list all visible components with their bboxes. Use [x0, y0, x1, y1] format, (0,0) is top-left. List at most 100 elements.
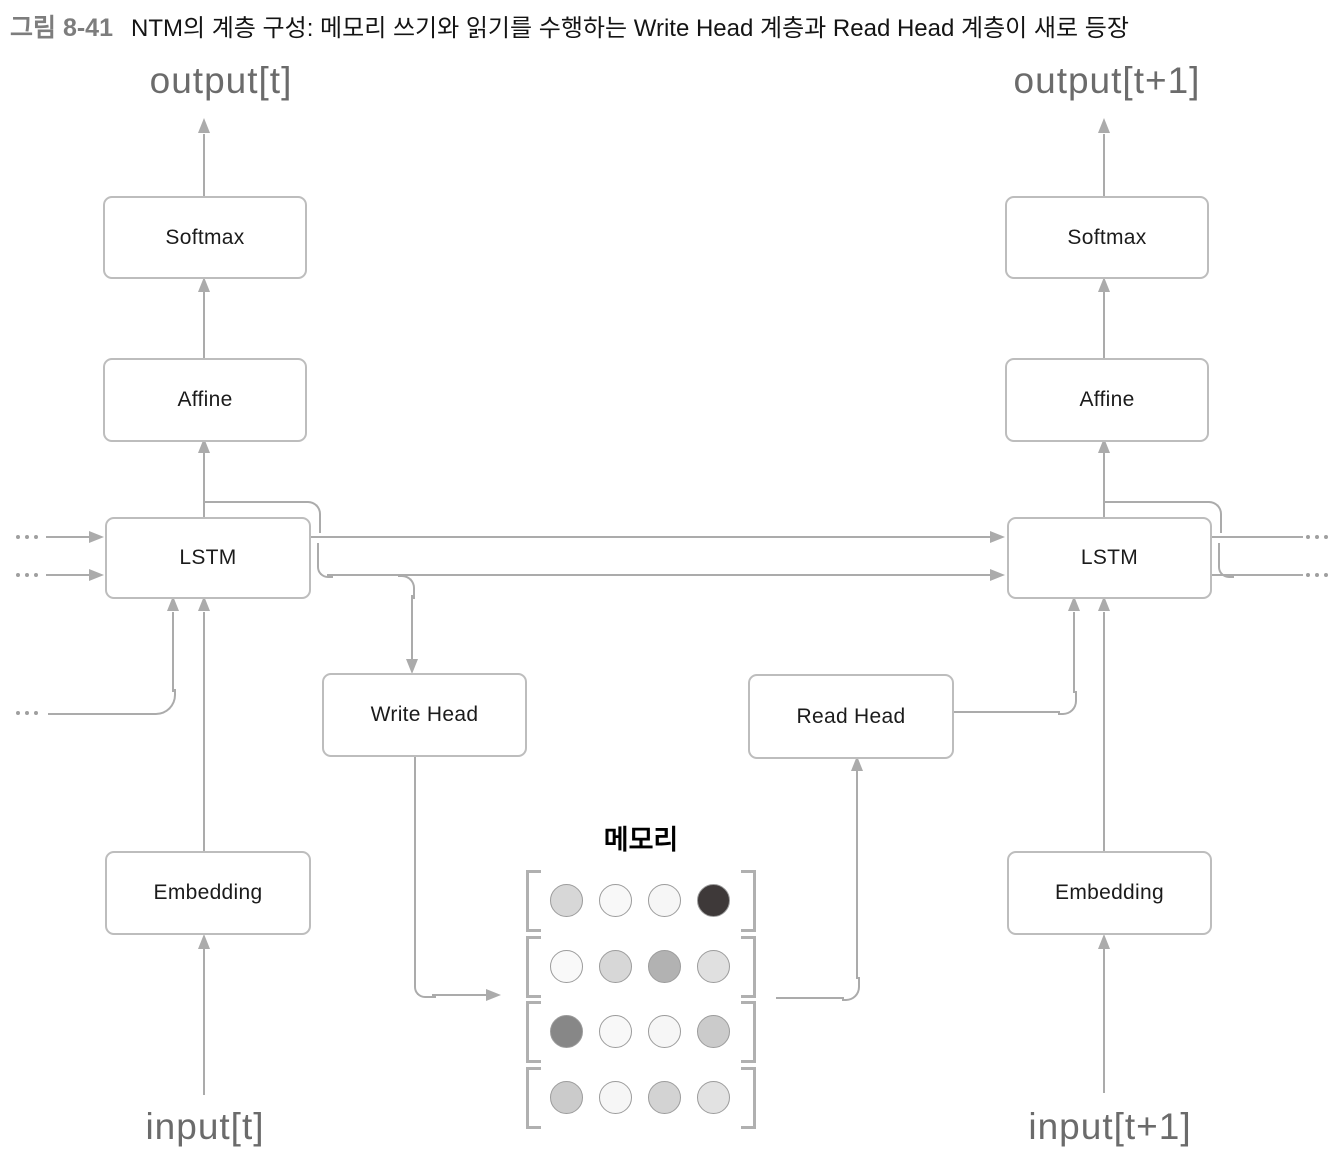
connector-prev-hidden-left-vertical	[172, 612, 174, 692]
memory-cell	[599, 884, 632, 917]
connector-readhead-lstm-h	[950, 711, 1060, 713]
memory-cell	[697, 950, 730, 983]
connector-lstm-affine-right	[1103, 452, 1105, 517]
softmax-box-left: Softmax	[103, 196, 307, 279]
connector-right-output-c	[1208, 574, 1303, 576]
input-t-label: input[t]	[145, 1106, 265, 1147]
arrowhead-embedding-right	[1098, 934, 1110, 949]
arrowhead-lstm-left-b	[167, 596, 179, 611]
memory-cell	[550, 1015, 583, 1048]
embedding-box-right: Embedding	[1007, 851, 1212, 935]
connector-softmax-output-left	[203, 134, 205, 196]
arrowhead-cell-state	[990, 531, 1005, 543]
corner-writehead-memory	[414, 974, 436, 998]
memory-row	[526, 936, 756, 998]
connector-prev-hidden-left	[48, 713, 154, 715]
ellipsis-icon	[16, 573, 43, 577]
arrowhead-output-left	[198, 118, 210, 133]
memory-bracket-left-icon	[526, 1001, 541, 1063]
write-head-box: Write Head	[322, 673, 527, 757]
arrowhead-readhead	[851, 756, 863, 771]
ellipsis-icon	[16, 711, 43, 715]
arrowhead-softmax-left	[198, 277, 210, 292]
memory-matrix	[526, 870, 756, 1129]
output-t1-label: output[t+1]	[1013, 60, 1201, 101]
connector-left-input-h	[46, 536, 90, 538]
memory-row	[526, 870, 756, 932]
figure-number: 그림 8-41	[10, 14, 113, 42]
corner-writehead-branch	[398, 575, 415, 599]
memory-row	[526, 1067, 756, 1129]
connector-embedding-lstm-left	[203, 612, 205, 851]
connector-input-embedding-right	[1103, 949, 1105, 1093]
input-t1-label: input[t+1]	[1028, 1106, 1192, 1147]
softmax-box-right: Softmax	[1005, 196, 1209, 279]
corner-memory-readhead	[842, 977, 860, 1001]
figure-caption: NTM의 계층 구성: 메모리 쓰기와 읽기를 수행하는 Write Head …	[130, 15, 1129, 42]
lstm-box-right: LSTM	[1007, 517, 1212, 599]
memory-cell	[697, 884, 730, 917]
memory-cell	[697, 1081, 730, 1114]
arrowhead-hidden-state	[990, 569, 1005, 581]
arrowhead-output-right	[1098, 118, 1110, 133]
embedding-box-left: Embedding	[105, 851, 311, 935]
connector-softmax-output-right	[1103, 134, 1105, 196]
memory-cell	[697, 1015, 730, 1048]
memory-cell	[648, 1015, 681, 1048]
connector-lstm-affine-left	[203, 452, 205, 517]
connector-right-output-h	[1208, 536, 1303, 538]
memory-cell	[599, 1015, 632, 1048]
memory-bracket-left-icon	[526, 1067, 541, 1129]
elbow-hidden-branch-right-curve	[1218, 559, 1234, 578]
affine-box-left: Affine	[103, 358, 307, 442]
memory-bracket-left-icon	[526, 870, 541, 932]
connector-memory-readhead-v	[856, 771, 858, 979]
memory-cell	[648, 950, 681, 983]
memory-bracket-right-icon	[741, 1001, 756, 1063]
connector-embedding-lstm-right	[1103, 612, 1105, 851]
memory-cell	[648, 1081, 681, 1114]
memory-bracket-left-icon	[526, 936, 541, 998]
arrowhead-lstm-right-b	[1098, 596, 1110, 611]
output-t-label: output[t]	[149, 60, 293, 101]
memory-bracket-right-icon	[741, 1067, 756, 1129]
arrowhead-lstm-left-a	[198, 596, 210, 611]
arrowhead-writehead	[406, 659, 418, 674]
connector-affine-softmax-right	[1103, 292, 1105, 358]
ellipsis-icon	[1306, 535, 1330, 539]
read-head-box: Read Head	[748, 674, 954, 759]
connector-writehead-memory-h	[432, 994, 487, 996]
memory-cell	[599, 950, 632, 983]
memory-cell	[599, 1081, 632, 1114]
connector-hidden-state	[327, 574, 991, 576]
memory-row	[526, 1001, 756, 1063]
memory-cell	[550, 1081, 583, 1114]
connector-affine-softmax-left	[203, 292, 205, 358]
memory-bracket-right-icon	[741, 870, 756, 932]
elbow-hidden-branch-right-v	[1218, 543, 1220, 563]
arrowhead-softmax-right	[1098, 277, 1110, 292]
ellipsis-icon	[16, 535, 43, 539]
connector-lstm-writehead	[411, 595, 413, 660]
connector-left-input-c	[46, 574, 90, 576]
memory-bracket-right-icon	[741, 936, 756, 998]
memory-cell	[550, 884, 583, 917]
elbow-hidden-branch-left-curve	[317, 559, 333, 578]
figure-title: 그림 8-41 NTM의 계층 구성: 메모리 쓰기와 읽기를 수행하는 Writ…	[10, 8, 1326, 44]
arrowhead-left-input-h	[89, 531, 104, 543]
connector-writehead-memory-v	[414, 753, 416, 979]
lstm-box-left: LSTM	[105, 517, 311, 599]
ellipsis-icon	[1306, 573, 1330, 577]
elbow-hidden-branch-left-v	[317, 543, 319, 563]
arrowhead-memory-write	[486, 989, 501, 1001]
arrowhead-lstm-right-a	[1068, 596, 1080, 611]
connector-input-embedding-left	[203, 949, 205, 1095]
affine-box-right: Affine	[1005, 358, 1209, 442]
arrowhead-left-input-c	[89, 569, 104, 581]
elbow-hidden-branch-right	[1104, 501, 1222, 533]
corner-readhead-lstm	[1058, 691, 1077, 715]
memory-label: 메모리	[603, 825, 679, 855]
connector-readhead-lstm-v	[1073, 612, 1075, 693]
arrowhead-embedding-left	[198, 934, 210, 949]
